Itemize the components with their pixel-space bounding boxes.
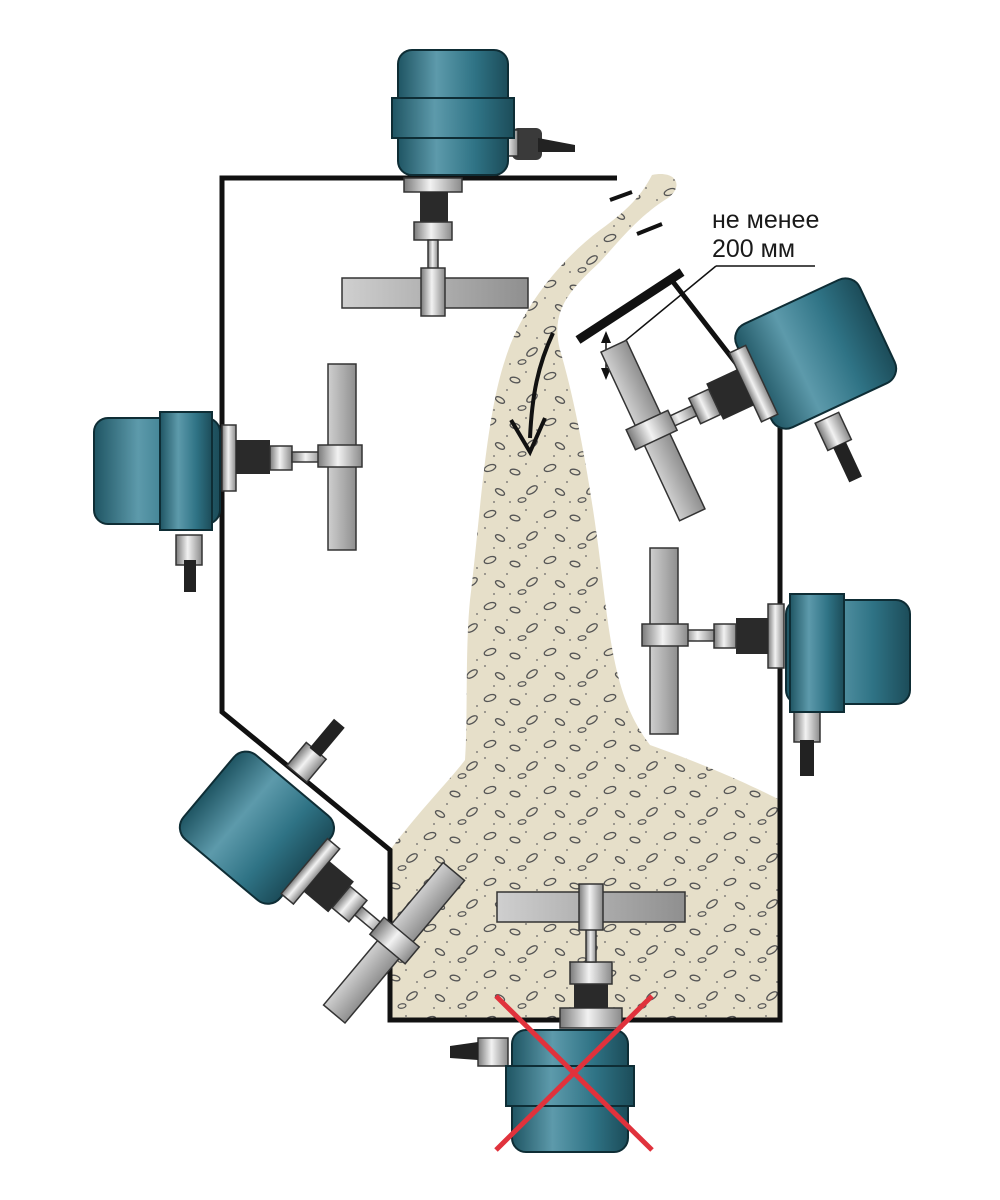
annotation-line-1: не менее	[712, 206, 819, 234]
inlet-edge-mark	[636, 222, 663, 236]
sensor-left	[93, 363, 363, 592]
annotation-line-2: 200 мм	[712, 235, 795, 263]
bulk-material	[390, 174, 780, 1020]
sensor-bottom-forbidden	[450, 883, 686, 1153]
deflector-shield-icon	[575, 268, 685, 344]
inlet-edge-mark	[609, 190, 633, 202]
flow-arrowhead	[509, 417, 547, 457]
sensor-right-upper	[599, 277, 898, 522]
sensor-left-lower	[178, 718, 466, 1025]
sensor-right-middle	[641, 547, 911, 776]
flow-arrow-icon	[528, 332, 555, 439]
sensor-top	[341, 49, 575, 317]
red-cross-icon	[494, 994, 654, 1152]
